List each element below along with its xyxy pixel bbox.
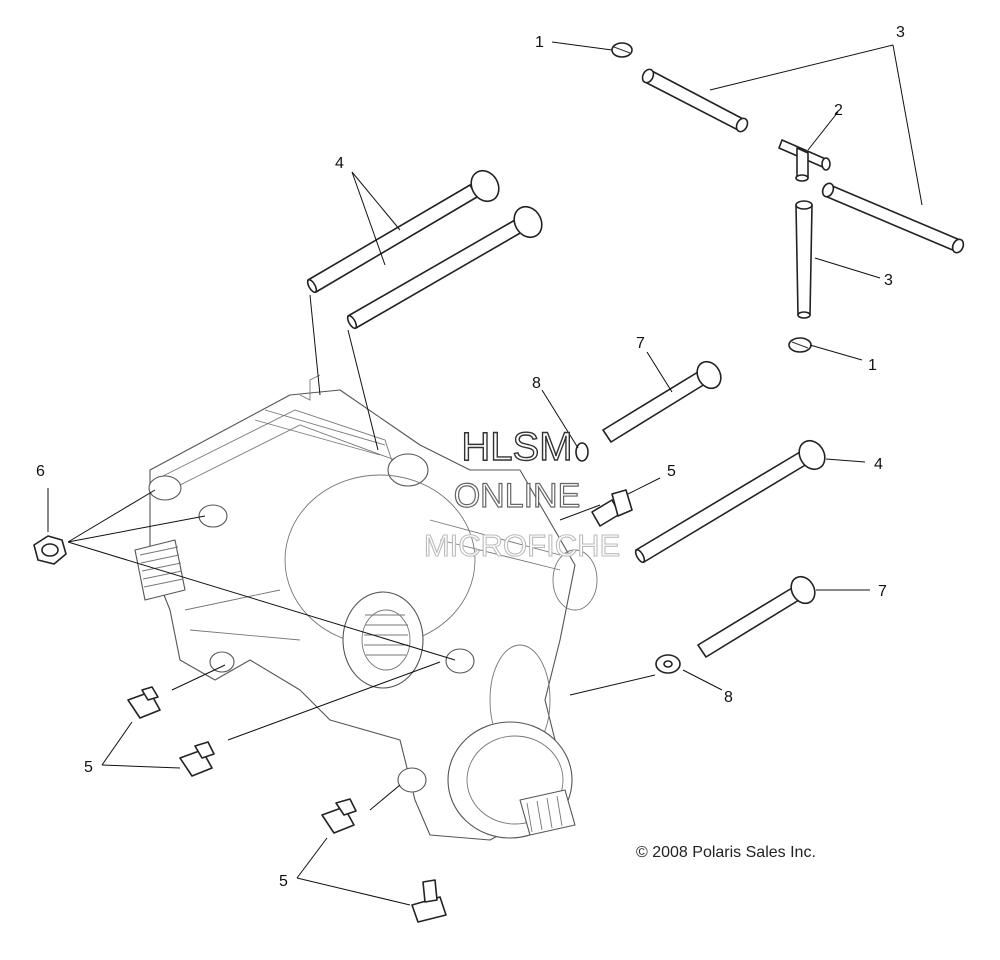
bolt-long-upper-2 [346, 205, 543, 330]
vent-hose-vertical [795, 200, 813, 319]
callout-5-mid: 5 [667, 463, 676, 480]
callout-3-top: 3 [896, 24, 905, 41]
watermark: HLSM ONLINE MICROFICHE [423, 424, 620, 563]
callout-5-bottom: 5 [279, 873, 288, 890]
vent-hose-upper [641, 68, 749, 133]
hose-clamp-lower [788, 337, 812, 353]
short-bolt-left-2 [179, 741, 215, 777]
hose-clamp-upper [611, 42, 633, 58]
watermark-line-1: HLSM [461, 425, 572, 469]
leader-lines [47, 41, 923, 906]
callout-2: 2 [834, 102, 843, 119]
callout-7-lower: 7 [878, 583, 887, 600]
callout-labels: 1 1 2 3 3 4 4 5 5 5 6 7 7 8 8 [36, 24, 905, 890]
copyright-notice: © 2008 Polaris Sales Inc. [636, 844, 816, 861]
callout-4-upper: 4 [335, 155, 344, 172]
callout-6: 6 [36, 463, 45, 480]
callout-8-lower: 8 [724, 689, 733, 706]
callout-3-mid: 3 [884, 272, 893, 289]
washer-8 [655, 654, 681, 674]
short-bolt-mid [591, 489, 633, 527]
callout-7-upper: 7 [636, 335, 645, 352]
bolt-7-upper [602, 360, 722, 443]
bolt-long-upper-1 [306, 169, 500, 294]
tee-fitting [778, 139, 831, 182]
short-bolt-left-3 [321, 798, 357, 834]
callout-1-top: 1 [535, 34, 544, 51]
watermark-line-2: ONLINE [454, 477, 581, 515]
washer-8-upper [575, 442, 589, 462]
callout-4-right: 4 [874, 456, 883, 473]
vent-hose-right [821, 182, 965, 254]
short-bolt-bottom [411, 879, 447, 923]
callout-1-bottom: 1 [868, 357, 877, 374]
watermark-line-3: MICROFICHE [424, 528, 620, 563]
bolt-7-lower [697, 575, 816, 658]
bolt-4-right [634, 439, 826, 564]
gearcase-housing [134, 374, 598, 841]
callout-5-left: 5 [84, 759, 93, 776]
callout-8-upper: 8 [532, 375, 541, 392]
short-bolt-left-1 [127, 686, 161, 719]
hex-nut [33, 535, 67, 565]
